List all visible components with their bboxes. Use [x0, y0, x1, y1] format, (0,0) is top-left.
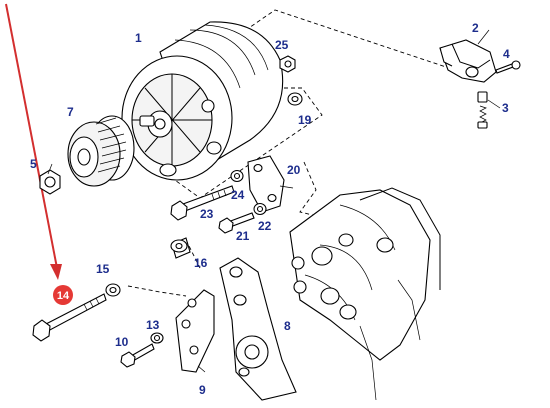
label-9: 9 [199, 383, 206, 397]
alternator [121, 21, 284, 181]
engine-block [289, 187, 441, 401]
nut-25 [279, 55, 296, 73]
bolt-23 [170, 185, 235, 221]
label-2: 2 [472, 21, 479, 35]
part-labels: 1 2 3 4 5 7 8 9 10 13 15 16 19 20 21 22 … [30, 21, 510, 397]
label-13: 13 [146, 318, 160, 332]
spacer [170, 237, 191, 259]
label-25: 25 [275, 38, 289, 52]
label-3: 3 [502, 101, 509, 115]
label-19: 19 [298, 113, 312, 127]
label-15: 15 [96, 262, 110, 276]
leader-lines [47, 29, 501, 373]
highlight-label-14: 14 [53, 285, 73, 305]
brush-set [477, 91, 488, 129]
label-5: 5 [30, 157, 37, 171]
label-24: 24 [231, 188, 245, 202]
screw-4 [495, 60, 521, 74]
label-23: 23 [200, 207, 214, 221]
label-7: 7 [67, 105, 74, 119]
label-4: 4 [503, 47, 510, 61]
washer-24 [230, 169, 244, 183]
long-bolt [32, 293, 107, 342]
pointer-arrow [5, 3, 62, 280]
pulley [67, 115, 135, 187]
label-16: 16 [194, 256, 208, 270]
nut [39, 169, 61, 195]
label-21: 21 [236, 229, 250, 243]
regulator [439, 39, 497, 83]
washer-15 [105, 283, 121, 297]
label-1: 1 [135, 31, 142, 45]
washer-13 [150, 332, 164, 344]
label-8: 8 [284, 319, 291, 333]
washer-22 [253, 202, 267, 216]
bolt-21 [218, 212, 255, 234]
label-10: 10 [115, 335, 129, 349]
label-14: 14 [57, 290, 70, 302]
bracket-plate [247, 155, 285, 213]
bolt-10 [120, 343, 155, 368]
bracket-9 [175, 289, 215, 373]
label-22: 22 [258, 219, 272, 233]
mounting-bracket [219, 257, 297, 401]
label-20: 20 [287, 163, 301, 177]
washer-19 [287, 92, 303, 106]
